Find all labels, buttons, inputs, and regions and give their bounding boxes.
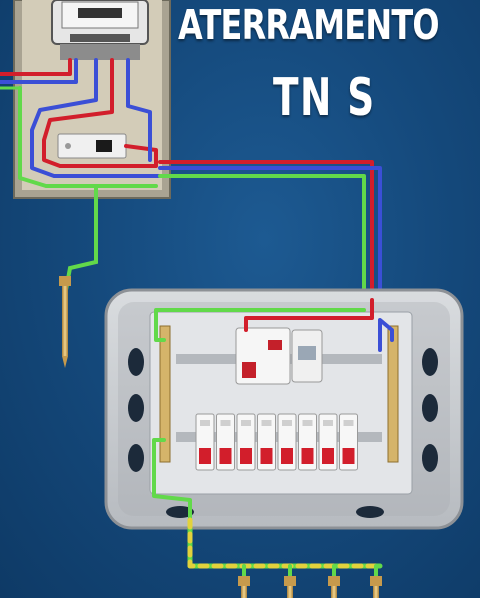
circuit-breaker: [318, 413, 338, 471]
neutral-terminal-bar: [387, 325, 399, 463]
ground-rod: [59, 276, 71, 368]
panel-wiring: [152, 298, 394, 522]
circuit-breaker: [298, 413, 317, 471]
circuit-breaker: [257, 413, 276, 471]
circuit-breaker: [195, 413, 215, 471]
meter-wiring: [0, 58, 382, 352]
circuit-breaker: [216, 413, 235, 471]
energy-meter: [51, 0, 149, 45]
distribution-panel: [104, 288, 464, 530]
meter-box: [13, 0, 171, 199]
ground-terminal-bar: [159, 325, 171, 463]
residual-current-device: [235, 327, 291, 385]
main-breaker: [57, 133, 127, 159]
surge-protection-device: [291, 329, 323, 383]
page-title: ATERRAMENTO: [178, 1, 440, 49]
circuit-breaker: [277, 413, 297, 471]
circuit-breaker: [236, 413, 256, 471]
ground-wire-to-rod: [64, 184, 98, 292]
ground-rods-bottom: [238, 576, 382, 598]
circuit-breakers: [195, 413, 358, 471]
circuit-breaker: [339, 413, 358, 471]
page-subtitle: TN S: [273, 68, 376, 128]
